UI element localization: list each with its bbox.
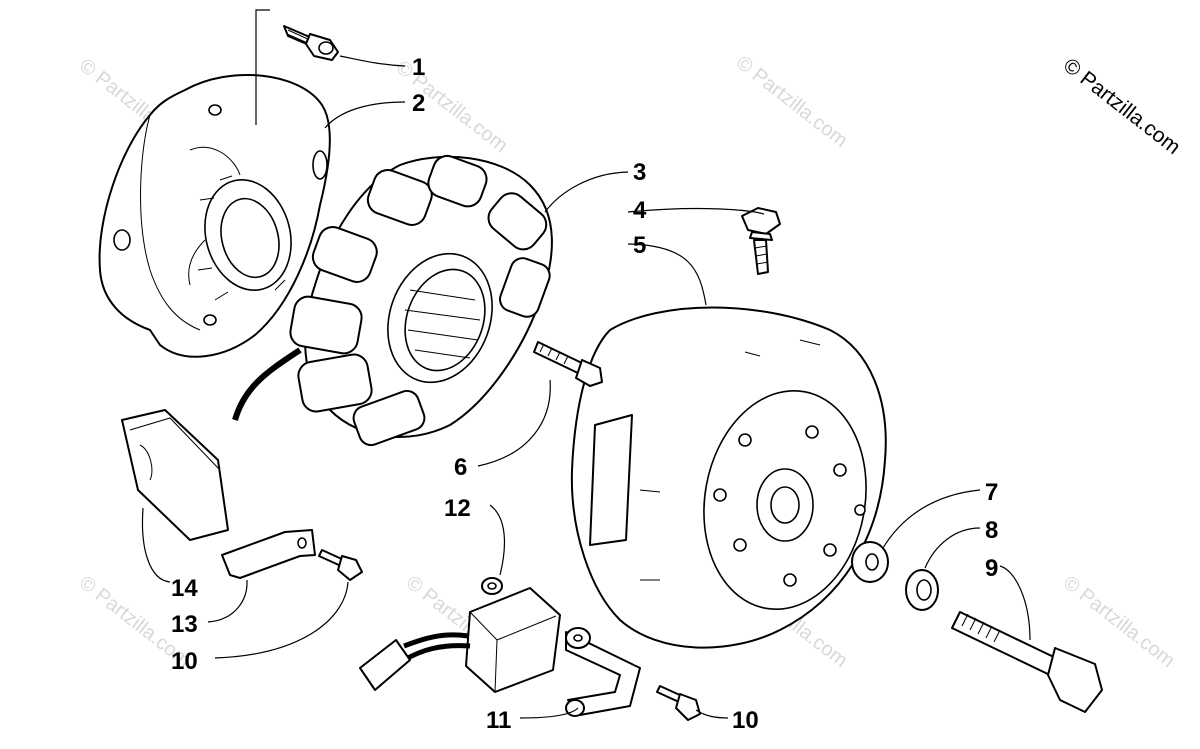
callout-1: 1 (412, 54, 425, 81)
part-9-bolt[interactable] (951, 611, 1103, 713)
part-7-washer[interactable] (851, 541, 889, 583)
callout-13: 13 (171, 611, 198, 638)
callout-9: 9 (985, 555, 998, 582)
callout-3: 3 (633, 159, 646, 186)
copyright-text: © Partzilla.com (1059, 54, 1185, 159)
part-10-screw-left[interactable] (318, 549, 363, 581)
part-10-screw-right[interactable] (656, 685, 701, 721)
callout-7: 7 (985, 479, 998, 506)
callout-4: 4 (633, 197, 647, 224)
part-3-stator[interactable] (232, 152, 553, 448)
watermark: © Partzilla.com (392, 57, 512, 157)
leader-lines (141, 9, 1031, 719)
callout-10-left: 10 (171, 648, 198, 675)
part-2-cover[interactable] (98, 74, 331, 358)
callout-8: 8 (985, 517, 998, 544)
part-11-bracket[interactable] (565, 627, 641, 717)
part-4-bolt[interactable] (741, 207, 781, 275)
part-12-pickup-coil[interactable] (359, 577, 561, 693)
part-13-bracket[interactable] (221, 529, 316, 579)
part-5-flywheel[interactable] (570, 306, 887, 649)
part-6-bolt[interactable] (533, 341, 603, 387)
callout-numbers: 1 2 3 4 5 6 7 8 9 12 14 13 10 11 10 (171, 54, 998, 734)
part-1-bolt[interactable] (283, 25, 339, 61)
callout-5: 5 (633, 232, 646, 259)
watermark: © Partzilla.com (732, 52, 852, 152)
callout-14: 14 (171, 575, 198, 602)
part-14-plate[interactable] (121, 409, 229, 541)
callout-6: 6 (454, 454, 467, 481)
callout-12: 12 (444, 495, 471, 522)
part-8-lock-washer[interactable] (905, 569, 939, 611)
callout-2: 2 (412, 90, 425, 117)
callout-10-right: 10 (732, 707, 759, 734)
callout-11: 11 (486, 707, 511, 734)
